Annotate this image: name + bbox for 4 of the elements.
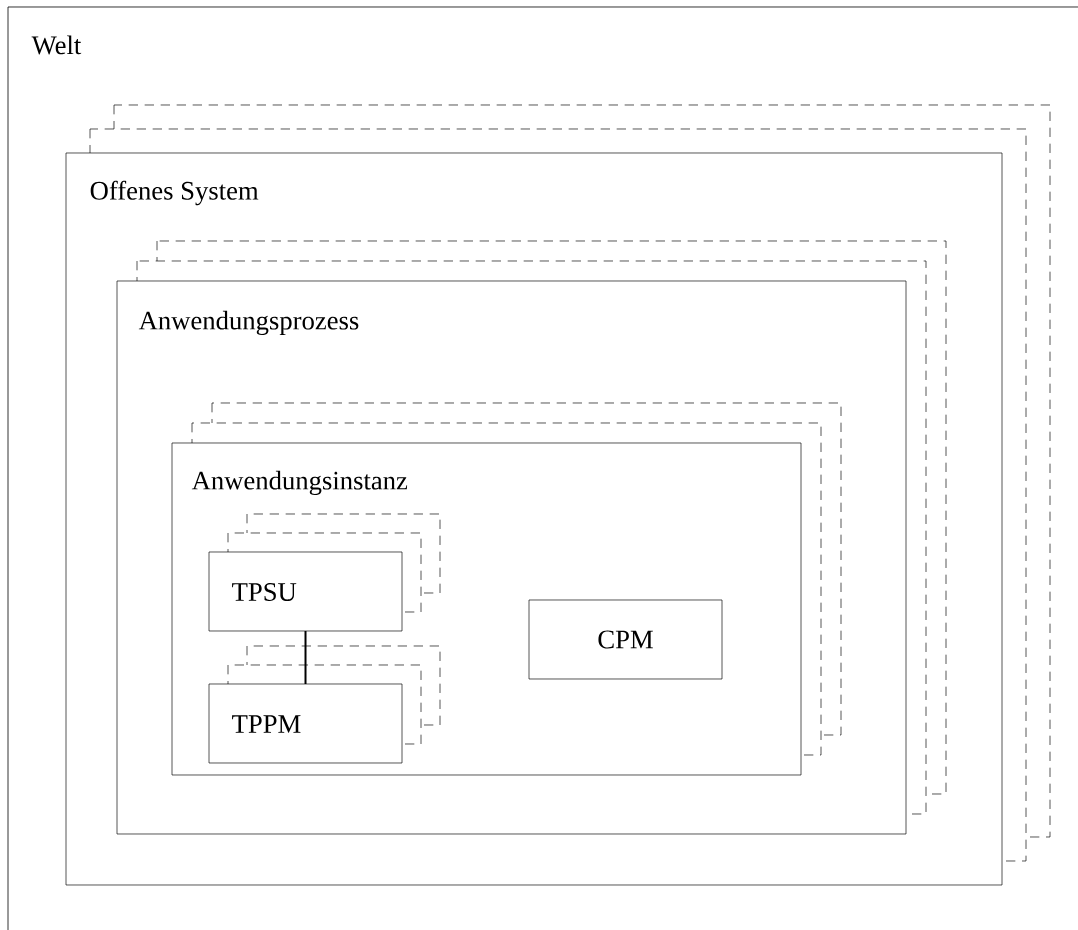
connector-line <box>304 630 307 685</box>
stacked-box-drawing: TPPM <box>208 645 441 764</box>
module-box: CPM <box>528 599 723 680</box>
stacked-box-drawing: TPSU <box>208 513 441 632</box>
